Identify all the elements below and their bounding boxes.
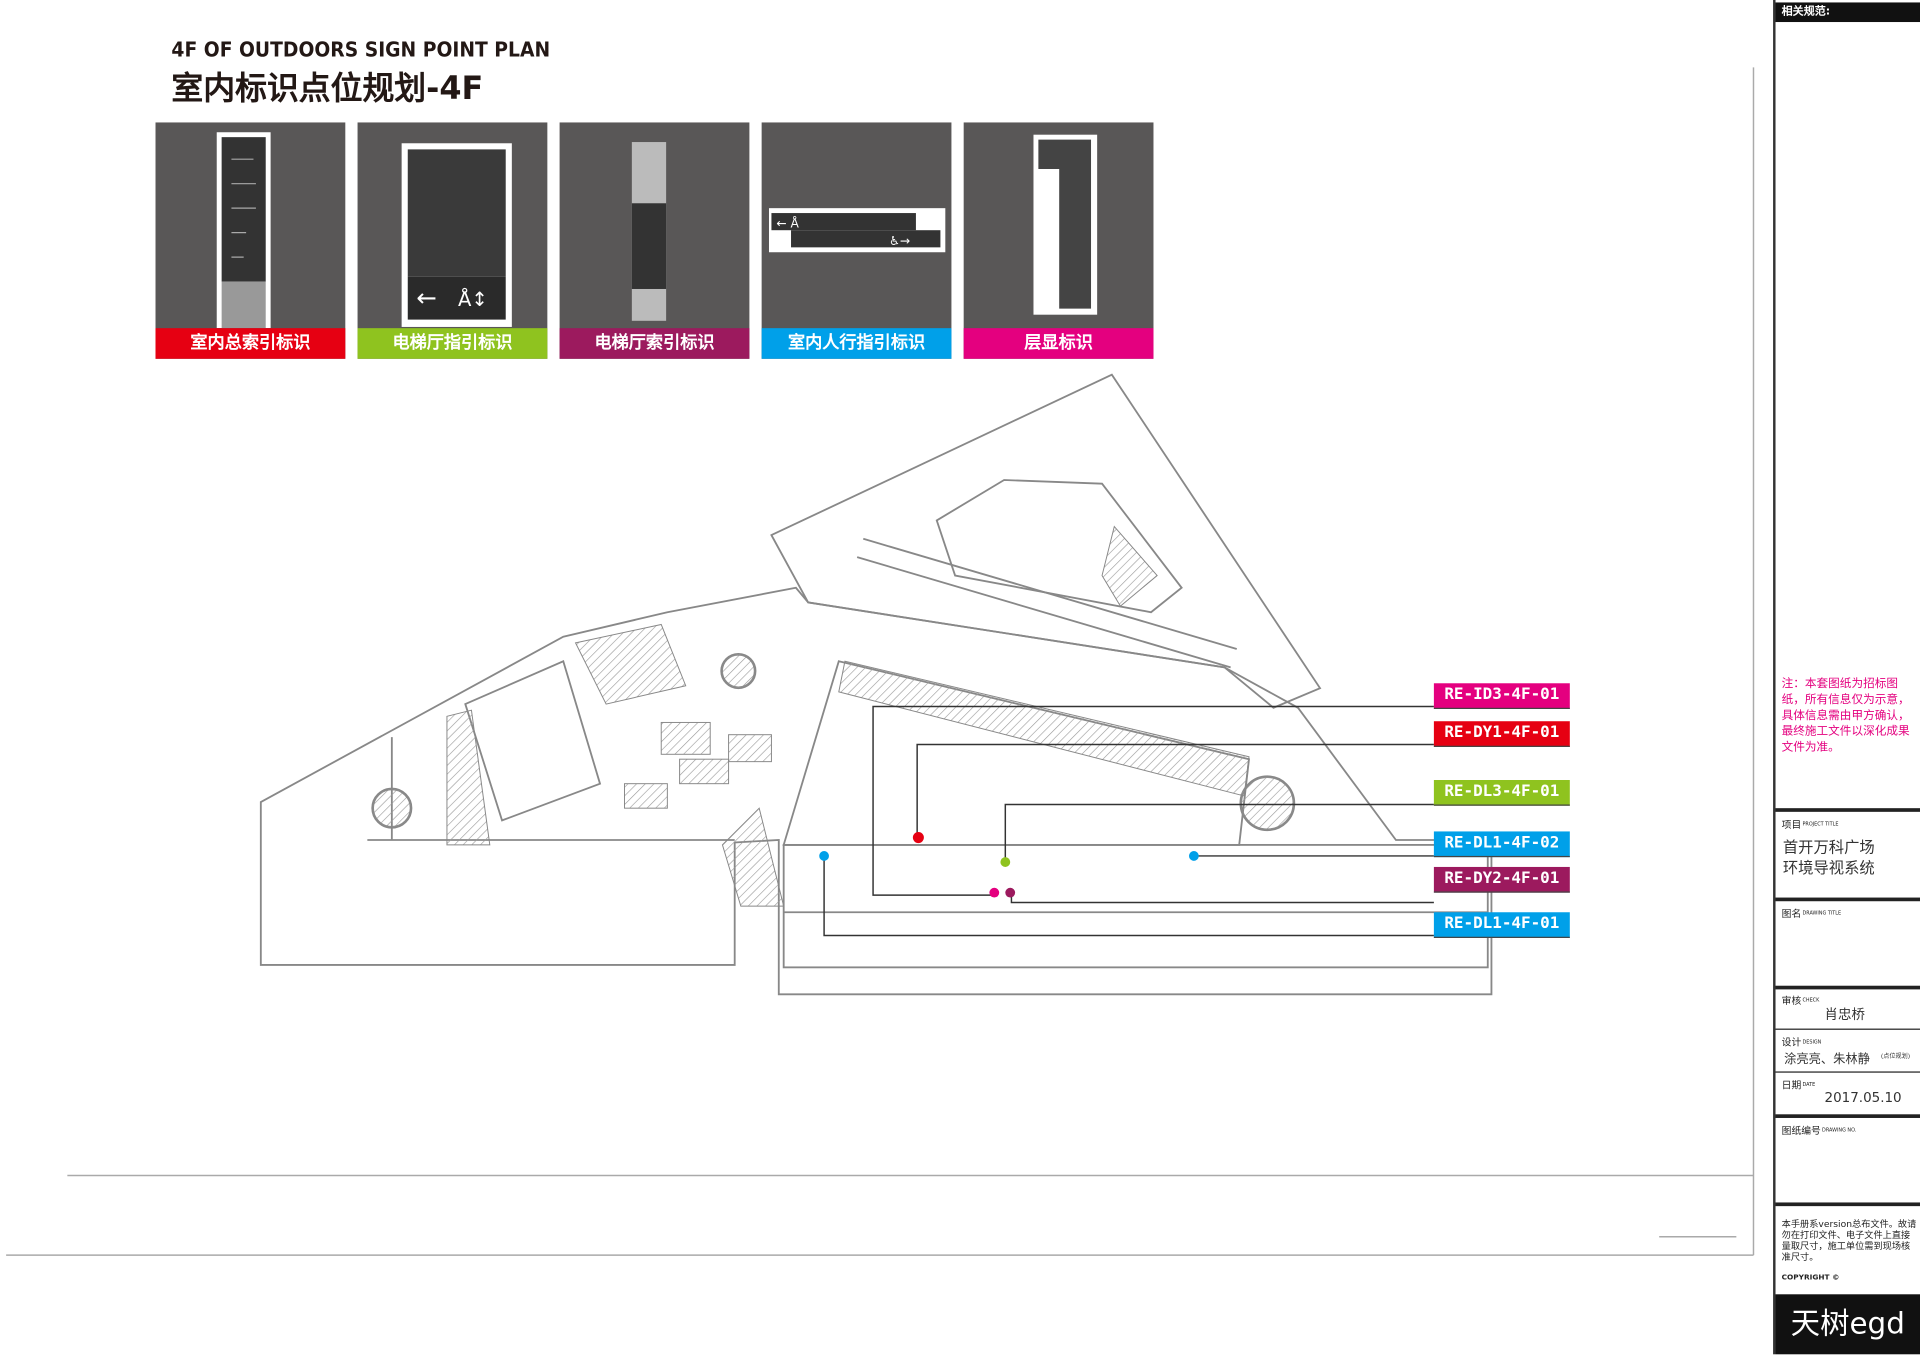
sign-type-card-pedestrian-guide: ← Å ♿→ 室内人行指引标识 bbox=[761, 122, 952, 359]
title-chinese: 室内标识点位规划-4F bbox=[171, 71, 484, 108]
project-title-line2: 环境导视系统 bbox=[1782, 858, 1875, 877]
project-label: 项目 bbox=[1781, 819, 1802, 831]
check-label: 审核 bbox=[1781, 995, 1802, 1007]
drawing-title-label-en: DRAWING TITLE bbox=[1802, 909, 1842, 916]
check-value: 肖忠桥 bbox=[1824, 1006, 1865, 1023]
sign-point-tag: RE-DL1-4F-02 bbox=[1433, 831, 1570, 858]
date-label-en: DATE bbox=[1802, 1081, 1816, 1088]
sign-type-card-elevator-guide: ← Å↕ 电梯厅指引标识 bbox=[357, 122, 548, 359]
svg-text:←: ← bbox=[416, 283, 437, 312]
title-english: 4F OF OUTDOORS SIGN POINT PLAN bbox=[171, 37, 551, 63]
title-block: 相关规范: 注：本套图纸为招标图纸，所有信息仅为示意，具体信息需由甲方确认，最终… bbox=[1773, 0, 1920, 1355]
sign-type-label: 电梯厅索引标识 bbox=[559, 328, 750, 359]
marker-re-dl3-4f-01 bbox=[1000, 857, 1011, 867]
spec-header: 相关规范: bbox=[1775, 2, 1920, 23]
sign-type-card-floor-display: 层显标识 bbox=[963, 122, 1154, 359]
svg-text:♿→: ♿→ bbox=[889, 234, 910, 248]
design-section: 设计 DESIGN 涂亮亮、朱林静 (点位规划) bbox=[1775, 1028, 1920, 1073]
copyright-label: COPYRIGHT © bbox=[1781, 1273, 1840, 1283]
marker-re-dl1-4f-02 bbox=[1188, 851, 1199, 861]
design-label: 设计 bbox=[1781, 1037, 1802, 1049]
design-note: (点位规划) bbox=[1880, 1053, 1911, 1061]
design-label-en: DESIGN bbox=[1802, 1038, 1822, 1045]
floor-plan-drawing bbox=[6, 67, 1755, 1256]
elevator-index-sign-thumbnail bbox=[631, 142, 667, 321]
sign-type-card-elevator-index: 电梯厅索引标识 bbox=[559, 122, 750, 359]
sign-point-tag: RE-DY2-4F-01 bbox=[1433, 866, 1570, 893]
sign-point-tag: RE-DY1-4F-01 bbox=[1433, 721, 1570, 747]
sheet-frame bbox=[6, 67, 1755, 1256]
sign-type-label: 层显标识 bbox=[963, 328, 1154, 359]
project-label-en: PROJECT TITLE bbox=[1802, 820, 1839, 827]
copyright-section: 本手册系version总布文件。故请勿在打印文件、电子文件上直接量取尺寸，施工单… bbox=[1775, 1202, 1920, 1298]
drawing-number-label: 图纸编号 bbox=[1781, 1125, 1821, 1137]
hatched-areas bbox=[372, 525, 1294, 907]
sign-type-label: 室内总索引标识 bbox=[155, 328, 346, 359]
note-text: 注：本套图纸为招标图纸，所有信息仅为示意，具体信息需由甲方确认，最终施工文件以深… bbox=[1781, 677, 1910, 755]
svg-text:Å↕: Å↕ bbox=[458, 288, 488, 311]
marker-re-dy1-4f-01 bbox=[912, 832, 924, 844]
sign-type-label: 室内人行指引标识 bbox=[761, 328, 952, 359]
svg-text:← Å: ← Å bbox=[776, 216, 799, 231]
drawing-number-section: 图纸编号 DRAWING NO. bbox=[1775, 1114, 1920, 1206]
date-label: 日期 bbox=[1781, 1080, 1802, 1092]
date-value: 2017.05.10 bbox=[1824, 1089, 1902, 1106]
drawing-title-label: 图名 bbox=[1781, 908, 1802, 920]
pedestrian-guide-sign-thumbnail: ← Å ♿→ bbox=[768, 208, 946, 253]
sign-point-tag: RE-DL1-4F-01 bbox=[1433, 912, 1570, 938]
sign-point-markers bbox=[819, 832, 1199, 898]
date-section: 日期 DATE 2017.05.10 bbox=[1775, 1071, 1920, 1115]
design-value: 涂亮亮、朱林静 bbox=[1784, 1053, 1870, 1067]
marker-re-id3-4f-01 bbox=[989, 887, 1000, 898]
company-logo: 天树egd bbox=[1775, 1294, 1920, 1355]
check-section: 审核 CHECK 肖忠桥 bbox=[1775, 985, 1920, 1033]
elevator-guide-sign-thumbnail: ← Å↕ bbox=[401, 143, 512, 327]
marker-re-dy2-4f-01 bbox=[1005, 887, 1016, 898]
project-title: 首开万科广场 环境导视系统 bbox=[1783, 836, 1875, 878]
floor-number-sign-thumbnail bbox=[1033, 134, 1098, 315]
drawing-number-label-en: DRAWING NO. bbox=[1822, 1126, 1857, 1133]
copyright-text: 本手册系version总布文件。故请勿在打印文件、电子文件上直接量取尺寸，施工单… bbox=[1781, 1218, 1917, 1263]
check-label-en: CHECK bbox=[1802, 996, 1820, 1003]
project-section: 项目 PROJECT TITLE 首开万科广场 环境导视系统 bbox=[1775, 808, 1920, 904]
sign-point-tag: RE-ID3-4F-01 bbox=[1433, 683, 1570, 709]
sign-point-tag: RE-DL3-4F-01 bbox=[1433, 780, 1570, 806]
drawing-title-section: 图名 DRAWING TITLE bbox=[1775, 897, 1920, 990]
sign-type-card-index: 室内总索引标识 bbox=[155, 122, 346, 359]
sign-type-label: 电梯厅指引标识 bbox=[357, 328, 548, 359]
marker-re-dl1-4f-01 bbox=[819, 851, 829, 861]
index-sign-thumbnail bbox=[216, 132, 271, 329]
project-title-line1: 首开万科广场 bbox=[1782, 837, 1875, 856]
